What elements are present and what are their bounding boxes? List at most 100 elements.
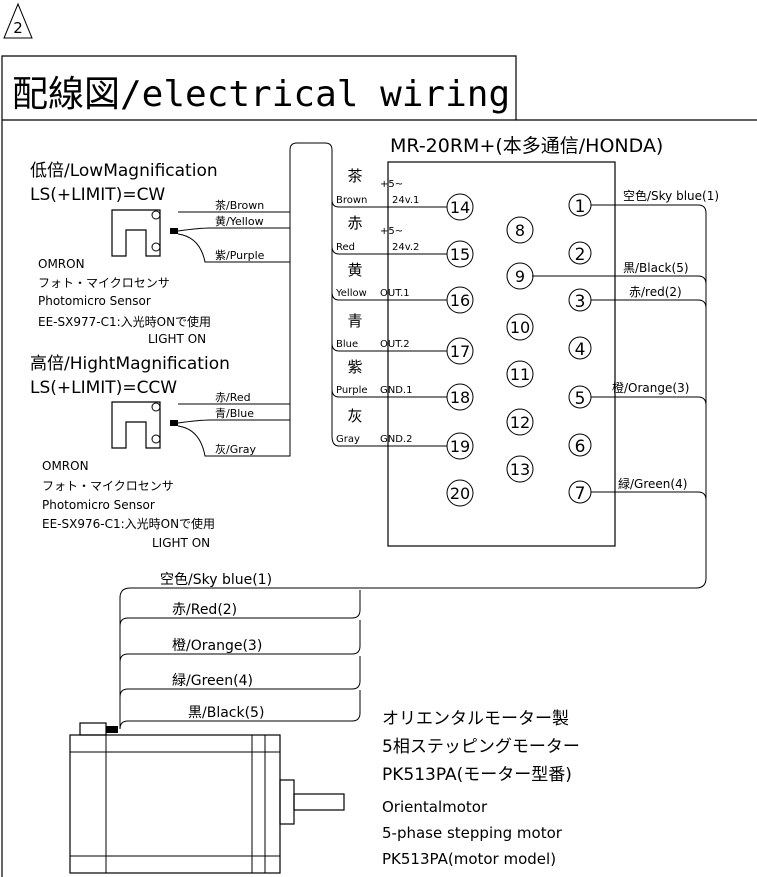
pin-label: 13 — [510, 460, 530, 479]
sensor-high-title: 高倍/HightMagnification — [30, 354, 230, 374]
pin-12 — [506, 408, 534, 436]
wire-label-brown: 茶/Brown — [215, 199, 264, 212]
pin-label: 17 — [450, 342, 470, 361]
motor-wire-orange: 橙/Orange(3) — [172, 638, 262, 654]
pin-label: 9 — [515, 267, 525, 286]
motor-en-line3: PK513PA(motor model) — [382, 850, 556, 868]
pin-2 — [568, 241, 592, 265]
pin-4 — [568, 336, 592, 360]
wire-sig: GND.1 — [380, 385, 412, 396]
wire-en-blue: Blue — [336, 339, 358, 350]
pin-label: 4 — [575, 340, 586, 360]
pin-label: 19 — [450, 437, 470, 456]
connector-body — [387, 161, 616, 547]
pin-label: 1 — [575, 197, 586, 217]
wire-label-yellow: 黄/Yellow — [215, 214, 264, 228]
pin-label: 18 — [450, 388, 470, 407]
page-title: 配線図/electrical wiring — [12, 74, 510, 115]
wire-jp-gray: 灰 — [347, 407, 362, 425]
motor-en-line2: 5-phase stepping motor — [382, 824, 563, 842]
wire-label-red: 赤/red(2) — [629, 285, 682, 299]
photomicro-sensor-icon — [111, 401, 178, 449]
title-box — [1, 55, 517, 877]
pin-10 — [506, 313, 534, 341]
pin-label: 8 — [515, 221, 525, 240]
motor-wire-bundle — [119, 204, 707, 730]
revision-mark: 2 — [3, 2, 33, 39]
motor-jp-line2: 5相ステッピングモーター — [382, 737, 580, 757]
sensor-high-en-name: Photomicro Sensor — [42, 498, 155, 512]
pin-11 — [506, 360, 534, 388]
sensor-low-title: 低倍/LowMagnification — [30, 161, 218, 181]
motor-en-line1: Orientalmotor — [382, 798, 488, 816]
wire-label-blue: 青/Blue — [215, 407, 254, 420]
wire-jp-purple: 紫 — [347, 358, 362, 376]
wire-sig: OUT.2 — [380, 339, 410, 350]
wire-sig: OUT.1 — [380, 288, 410, 299]
pin-label: 10 — [510, 318, 530, 337]
wire-label-purple: 紫/Purple — [215, 249, 265, 262]
pin-8 — [506, 216, 534, 244]
pin-label: 12 — [510, 413, 530, 432]
connector-title: MR-20RM+(本多通信/HONDA) — [390, 135, 663, 157]
sensor-high-model: EE-SX976-C1:入光時ONで使用 — [42, 516, 215, 531]
pin-label: 15 — [450, 245, 470, 264]
wire-en-yellow: Yellow — [335, 288, 367, 299]
motor-description: オリエンタルモーター製 5相ステッピングモーター PK513PA(モーター型番)… — [382, 709, 580, 868]
pin-13 — [506, 455, 534, 483]
pin-label: 11 — [510, 365, 530, 384]
sensor-high-jp-name: フォト・マイクロセンサ — [42, 479, 174, 493]
wire-jp-brown: 茶 — [347, 167, 362, 185]
wire-jp-red: 赤 — [347, 214, 362, 232]
motor-jp-line3: PK513PA(モーター型番) — [382, 765, 572, 785]
left-wire-labels: 茶 Brown +5~ 24v.1 赤 Red +5~ 24v.2 黄 Yell… — [335, 167, 419, 445]
motor-wire-skyblue: 空色/Sky blue(1) — [160, 571, 272, 588]
sensor-high-limit: LS(+LIMIT)=CCW — [30, 378, 177, 398]
sensor-low-model: EE-SX977-C1:入光時ONで使用 — [38, 314, 211, 329]
sensor-low: 低倍/LowMagnification LS(+LIMIT)=CW 茶/Brow… — [30, 161, 290, 346]
sensor-low-en-name: Photomicro Sensor — [38, 294, 151, 308]
wire-en-purple: Purple — [336, 385, 368, 396]
stepping-motor-icon — [69, 722, 345, 874]
sensor-low-mode: LIGHT ON — [148, 332, 206, 346]
pin-6 — [568, 433, 592, 457]
wire-jp-yellow: 黄 — [347, 261, 362, 279]
wire-sig: 24v.1 — [392, 195, 419, 206]
wire-sig-top: +5~ — [380, 179, 403, 190]
sensor-high: 高倍/HightMagnification LS(+LIMIT)=CCW 赤/R… — [30, 225, 291, 550]
wire-jp-blue: 青 — [347, 312, 362, 330]
revision-number: 2 — [13, 19, 23, 37]
sensor-wire-bundle — [289, 142, 447, 447]
pin-label: 7 — [575, 484, 586, 504]
wire-sig-top: +5~ — [380, 226, 403, 237]
motor-wire-green: 緑/Green(4) — [172, 673, 253, 689]
wire-label-red-sensor: 赤/Red — [215, 391, 251, 404]
connector-pins: 1 2 3 4 5 6 7 8 9 10 11 12 13 14 15 16 1… — [446, 193, 592, 507]
pin-label: 20 — [450, 484, 470, 503]
wire-en-brown: Brown — [336, 195, 367, 206]
sensor-low-jp-name: フォト・マイクロセンサ — [38, 276, 170, 290]
pin-20 — [446, 479, 474, 507]
pin-label: 6 — [575, 437, 586, 457]
motor-wire-black: 黒/Black(5) — [188, 705, 264, 721]
pin-label: 16 — [450, 291, 470, 310]
pin-label: 14 — [450, 198, 470, 217]
wire-sig: 24v.2 — [392, 242, 419, 253]
motor-jp-line1: オリエンタルモーター製 — [382, 709, 569, 729]
pin-label: 2 — [575, 245, 586, 265]
sensor-low-maker: OMRON — [38, 257, 85, 271]
wire-en-red: Red — [336, 242, 355, 253]
pin-label: 3 — [575, 292, 586, 312]
sensor-high-maker: OMRON — [42, 459, 89, 473]
wire-label-black: 黒/Black(5) — [623, 261, 689, 275]
wire-label-skyblue: 空色/Sky blue(1) — [623, 189, 719, 203]
pin-label: 5 — [575, 389, 586, 409]
wire-sig: GND.2 — [380, 434, 412, 445]
sensor-low-limit: LS(+LIMIT)=CW — [30, 185, 165, 205]
motor-wire-red: 赤/Red(2) — [172, 602, 237, 618]
wire-label-gray: 灰/Gray — [215, 442, 256, 456]
sensor-high-mode: LIGHT ON — [152, 536, 210, 550]
wire-label-green: 緑/Green(4) — [618, 476, 687, 491]
photomicro-sensor-icon — [111, 209, 178, 257]
